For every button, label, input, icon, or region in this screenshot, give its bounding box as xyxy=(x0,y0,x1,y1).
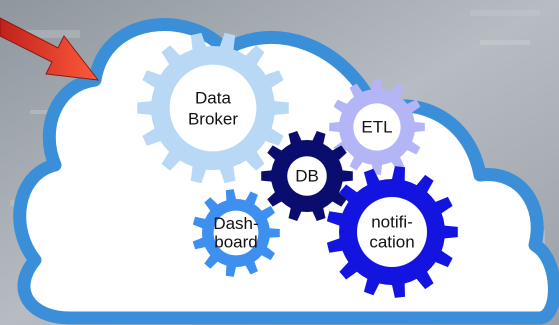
gear-db-label-line-1: DB xyxy=(295,166,319,185)
gear-dashboard: Dash-board xyxy=(192,189,280,277)
gear-notification-label-line-1: notifi- xyxy=(371,213,413,232)
gear-etl-hub xyxy=(353,103,401,151)
gear-db: DB xyxy=(261,131,353,221)
gear-data-broker-hub xyxy=(169,64,257,152)
gear-data-broker-label-line-2: Broker xyxy=(188,110,238,129)
gear-notification-hub xyxy=(357,197,427,267)
gear-dashboard-hub xyxy=(213,210,259,256)
gear-etl-label-line-1: ETL xyxy=(361,118,392,137)
gear-dashboard-label-line-2: board xyxy=(214,233,257,252)
gear-etl: ETL xyxy=(329,79,425,175)
gear-data-broker-label-line-1: Data xyxy=(195,88,231,107)
gear-notification: notifi-cation xyxy=(326,166,458,298)
gear-dashboard-label-line-1: Dash- xyxy=(213,214,258,233)
gear-db-hub xyxy=(287,156,327,196)
pointer-arrow xyxy=(0,17,100,81)
gear-notification-label-line-2: cation xyxy=(369,233,414,252)
